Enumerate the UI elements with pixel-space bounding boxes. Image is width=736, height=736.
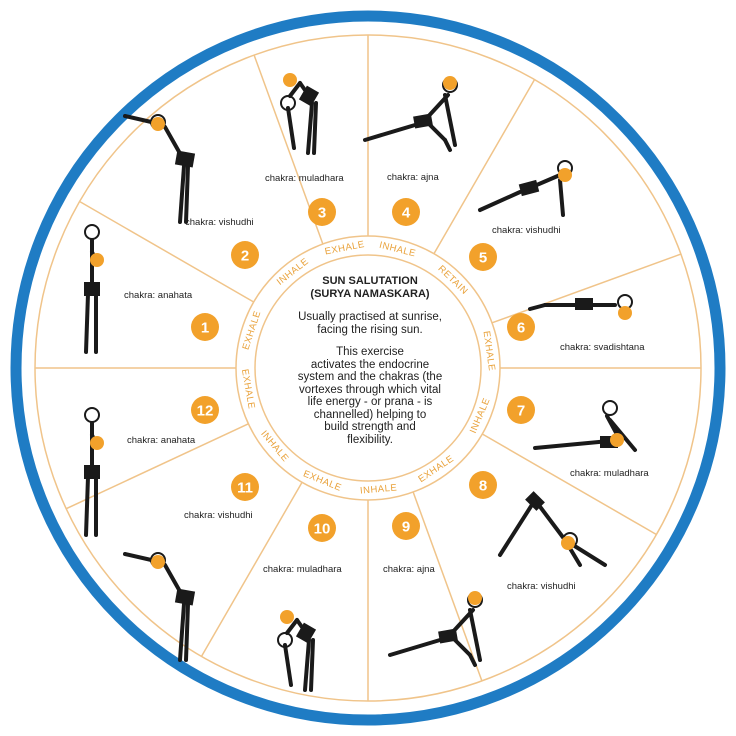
- outer-segment-circle: [34, 34, 702, 702]
- pose-figures: [84, 73, 637, 692]
- description-line: vortexes through which vital: [299, 383, 441, 396]
- segment-divider: [491, 253, 682, 324]
- pose-figure-5: [478, 160, 573, 217]
- pose-badge-3: [308, 198, 336, 226]
- pose-figure-11: [123, 552, 196, 662]
- pose-number-8: 8: [479, 478, 487, 495]
- pose-figure-9: [388, 591, 483, 667]
- pose-number-7: 7: [517, 403, 525, 420]
- pose-number-12: 12: [197, 403, 214, 420]
- chakra-label-6: chakra: svadishtana: [560, 342, 645, 353]
- segment-divider: [79, 200, 255, 303]
- pose-badge-6: [507, 313, 535, 341]
- diagram-title: SUN SALUTATION (SURYA NAMASKARA): [270, 275, 470, 301]
- chakra-label-8: chakra: vishudhi: [507, 581, 576, 592]
- description-line: facing the rising sun.: [317, 323, 423, 336]
- description-line: life energy - or prana - is: [307, 396, 433, 408]
- inner-ring-inner: [254, 254, 482, 482]
- title-line-1: SUN SALUTATION: [322, 275, 418, 287]
- chakra-label-11: chakra: vishudhi: [184, 510, 253, 521]
- pose-number-2: 2: [241, 248, 249, 265]
- chakra-labels: chakra: anahata chakra: vishudhi chakra: m…: [124, 172, 649, 592]
- chakra-label-4: chakra: ajna: [387, 172, 439, 183]
- pose-figure-12: [84, 407, 104, 537]
- chakra-label-12: chakra: anahata: [127, 435, 196, 446]
- pose-badge-2: [231, 241, 259, 269]
- chakra-label-1: chakra: anahata: [124, 290, 193, 301]
- pose-badge-9: [392, 512, 420, 540]
- pose-figure-2: [123, 114, 196, 224]
- pose-figure-10: [277, 610, 317, 692]
- pose-badge-8: [469, 471, 497, 499]
- chakra-label-9: chakra: ajna: [383, 564, 435, 575]
- chakra-label-7: chakra: muladhara: [570, 468, 649, 479]
- chakra-label-2: chakra: vishudhi: [185, 217, 254, 228]
- description-paragraph-1: Usually practised at sunrise, facing the…: [270, 311, 470, 336]
- segment-divider: [200, 481, 303, 657]
- pose-figure-6: [528, 294, 633, 320]
- segment-divider: [412, 491, 483, 682]
- description-line: This exercise: [336, 346, 404, 358]
- description-line: activates the endocrine: [310, 358, 430, 371]
- pose-badge-11: [231, 473, 259, 501]
- pose-number-6: 6: [517, 320, 525, 337]
- pose-number-1: 1: [201, 320, 209, 337]
- pose-badge-12: [191, 396, 219, 424]
- pose-figure-1: [84, 224, 104, 354]
- title-line-2: (SURYA NAMASKARA): [310, 288, 430, 300]
- pose-badge-10: [308, 514, 336, 542]
- pose-number-9: 9: [402, 519, 410, 536]
- description-paragraph-2: This exercise activates the endocrine sy…: [270, 346, 470, 446]
- pose-badge-4: [392, 198, 420, 226]
- pose-badge-7: [507, 396, 535, 424]
- description-line: build strength and: [324, 421, 416, 433]
- pose-number-10: 10: [314, 521, 331, 538]
- segment-divider: [481, 433, 657, 536]
- pose-number-4: 4: [402, 205, 411, 222]
- pose-badge-1: [191, 313, 219, 341]
- pose-figure-4: [363, 76, 458, 152]
- description-line: Usually practised at sunrise,: [298, 311, 442, 323]
- breath-label-9: INHALE: [360, 482, 398, 496]
- center-text: SUN SALUTATION (SURYA NAMASKARA) Usually…: [270, 275, 470, 446]
- chakra-label-10: chakra: muladhara: [263, 564, 342, 575]
- pose-number-5: 5: [479, 250, 487, 267]
- chakra-label-5: chakra: vishudhi: [492, 225, 561, 236]
- description-line: system and the chakras (the: [297, 371, 443, 383]
- description-line: channelled) helping to: [313, 408, 427, 421]
- chakra-label-3: chakra: muladhara: [265, 173, 344, 184]
- pose-number-3: 3: [318, 205, 326, 222]
- pose-number-11: 11: [237, 480, 253, 497]
- pose-figure-3: [280, 73, 320, 155]
- description-line: flexibility.: [347, 433, 393, 446]
- pose-figure-7: [533, 400, 637, 452]
- pose-figure-8: [498, 491, 607, 567]
- pose-badge-5: [469, 243, 497, 271]
- segment-divider: [433, 79, 536, 255]
